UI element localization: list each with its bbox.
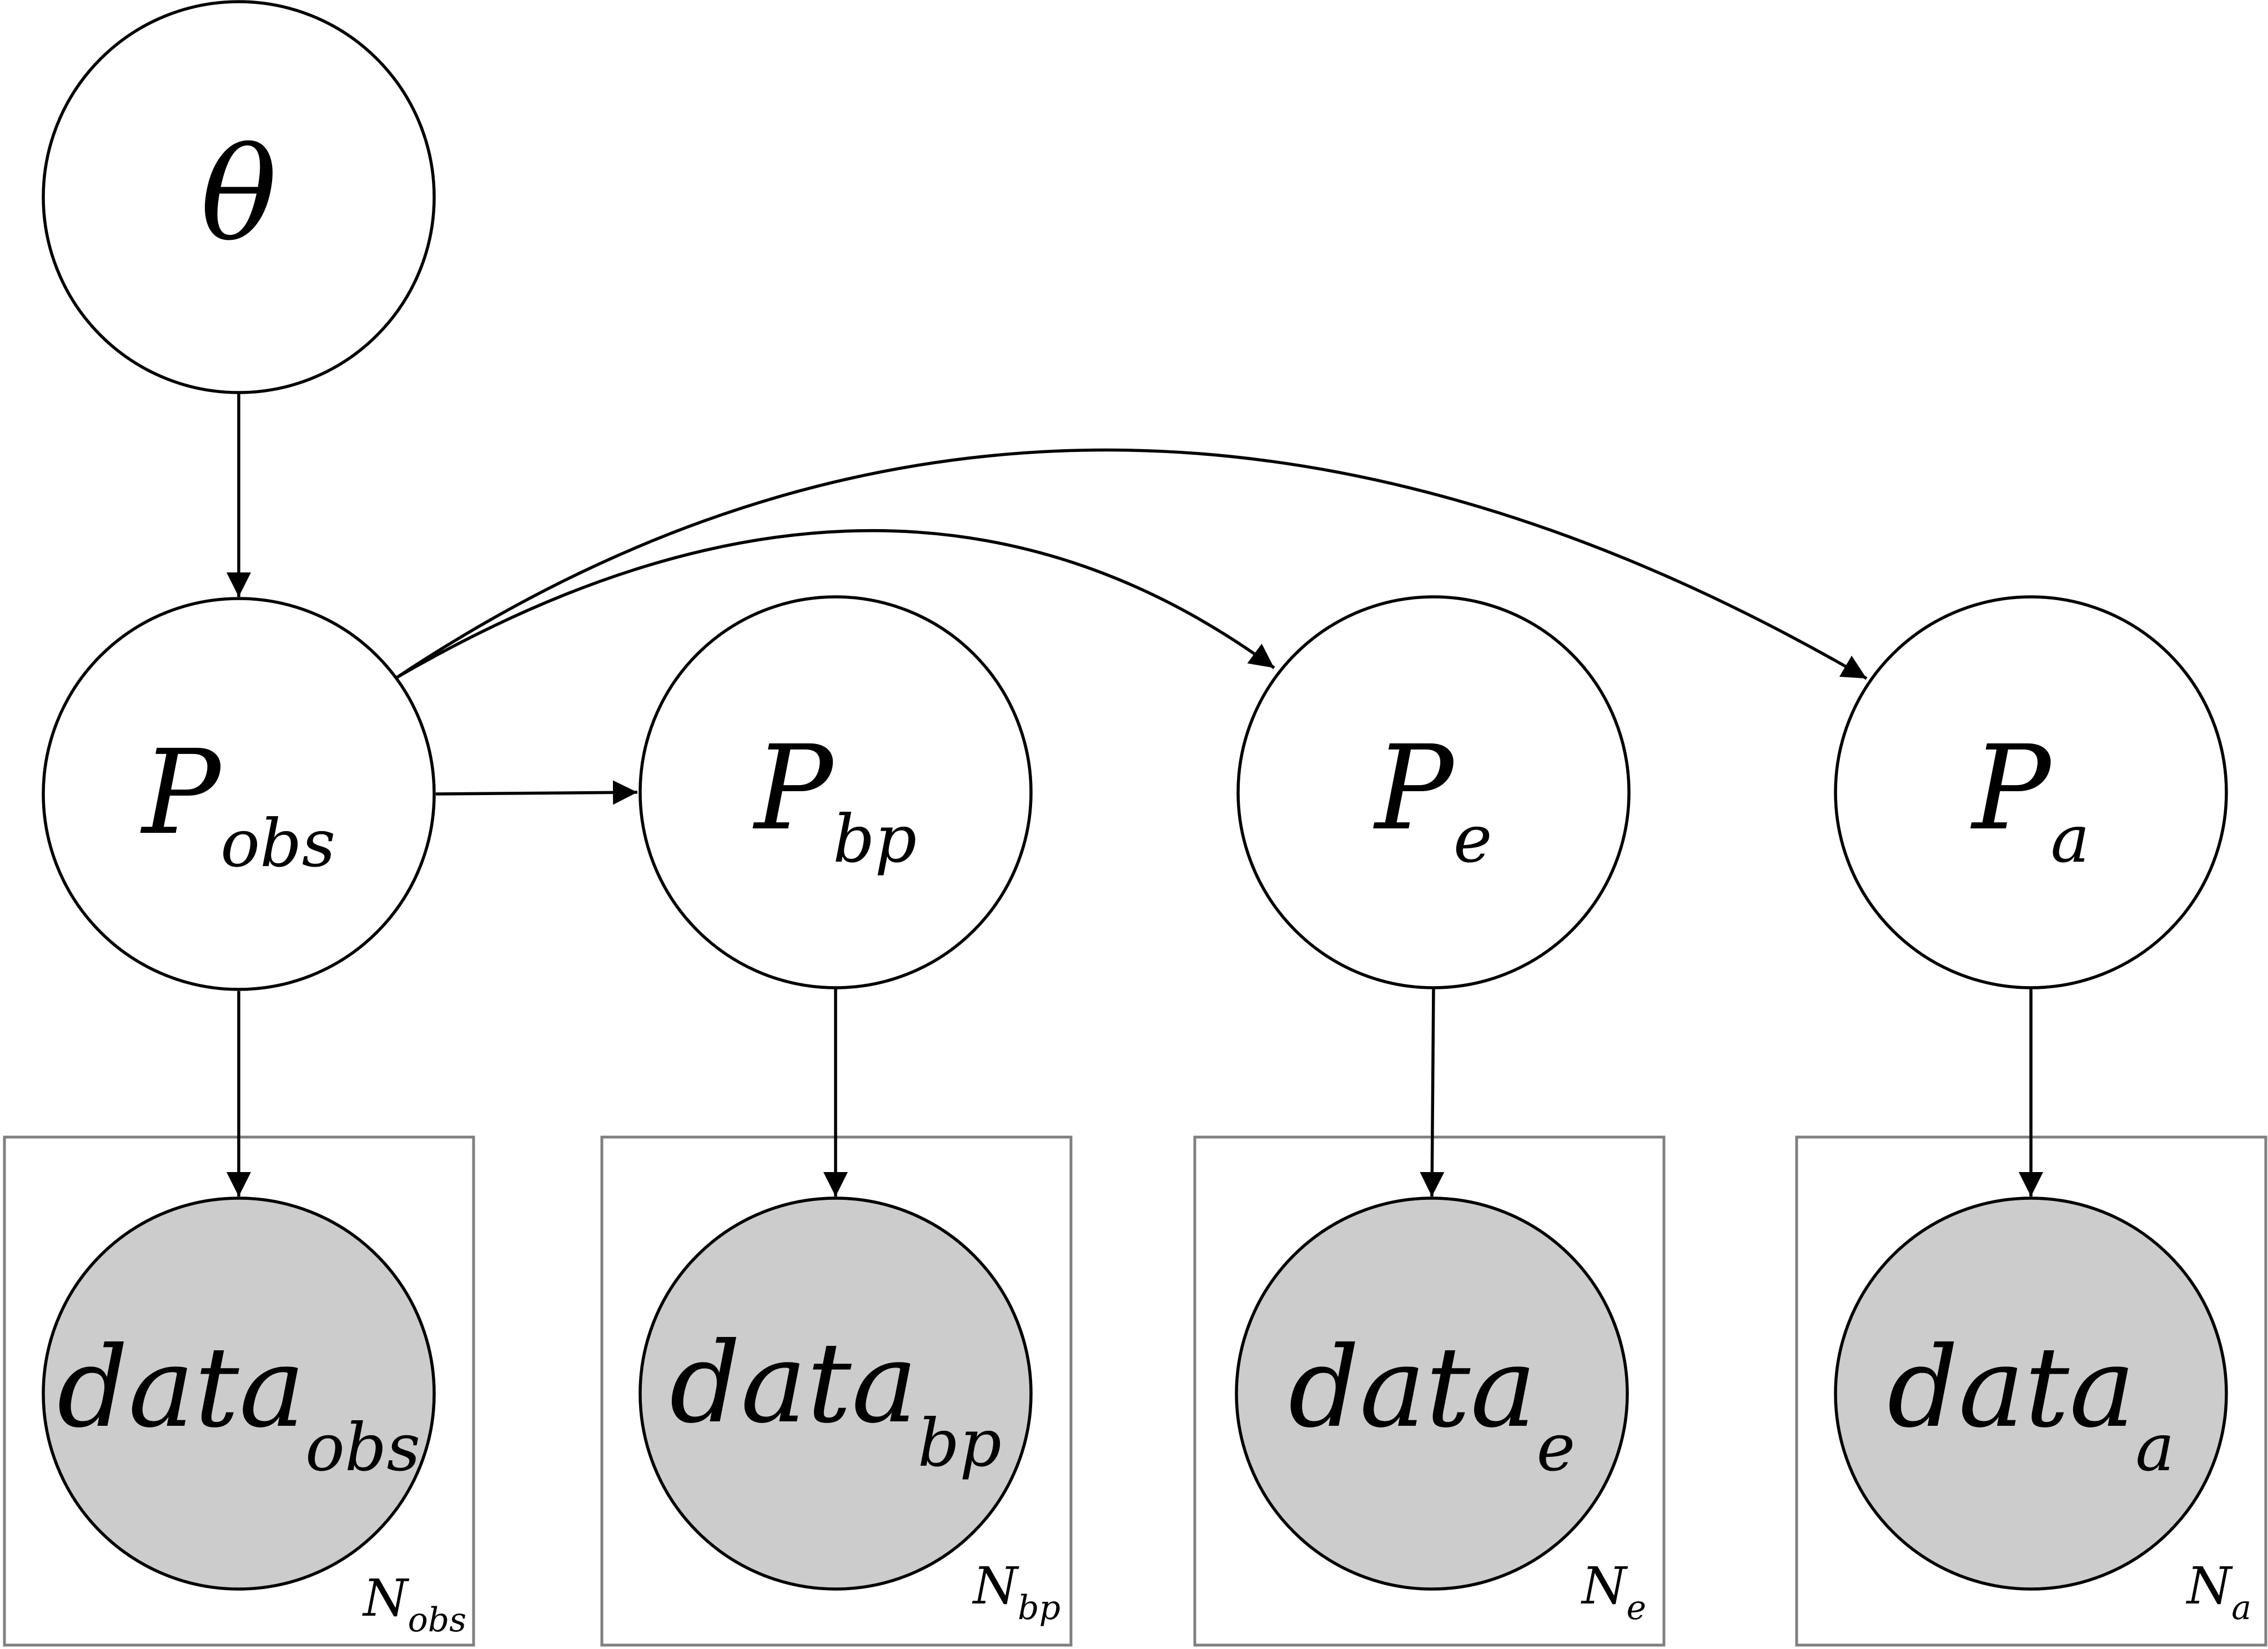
node-data-a xyxy=(1834,1196,2228,1591)
node-theta-label: θ xyxy=(200,121,277,269)
node-p-a-label: Pa xyxy=(1970,720,2090,877)
node-theta xyxy=(42,0,436,394)
plate-e-label: Ne xyxy=(1581,1556,1646,1627)
edge-p-obs-to-p-bp xyxy=(435,780,638,805)
node-p-bp-label: Pbp xyxy=(752,720,917,877)
node-data-obs xyxy=(42,1196,436,1591)
node-p-obs xyxy=(42,597,436,991)
plate-a-label: Na xyxy=(2186,1556,2251,1627)
plate-e xyxy=(1193,1135,1666,1647)
edge-p-e-to-data-e xyxy=(1420,988,1445,1197)
node-p-e xyxy=(1236,595,1631,989)
plate-obs-label: Nobs xyxy=(362,1568,466,1640)
node-data-a-label: dataa xyxy=(1887,1323,2174,1486)
node-p-bp xyxy=(638,595,1033,989)
node-p-a xyxy=(1834,595,2228,989)
node-data-e-label: datae xyxy=(1289,1323,1576,1486)
node-data-bp-label: databp xyxy=(670,1319,1002,1481)
node-data-obs-label: dataobs xyxy=(57,1323,420,1486)
node-data-bp xyxy=(638,1196,1033,1591)
node-p-obs-label: Pobs xyxy=(140,725,335,882)
edge-p-obs-to-p-a xyxy=(396,448,1868,680)
node-p-e-label: Pe xyxy=(1372,720,1492,877)
edge-p-obs-to-p-e xyxy=(396,529,1275,679)
node-data-e xyxy=(1235,1196,1629,1591)
plate-bp-label: Nbp xyxy=(972,1556,1060,1627)
